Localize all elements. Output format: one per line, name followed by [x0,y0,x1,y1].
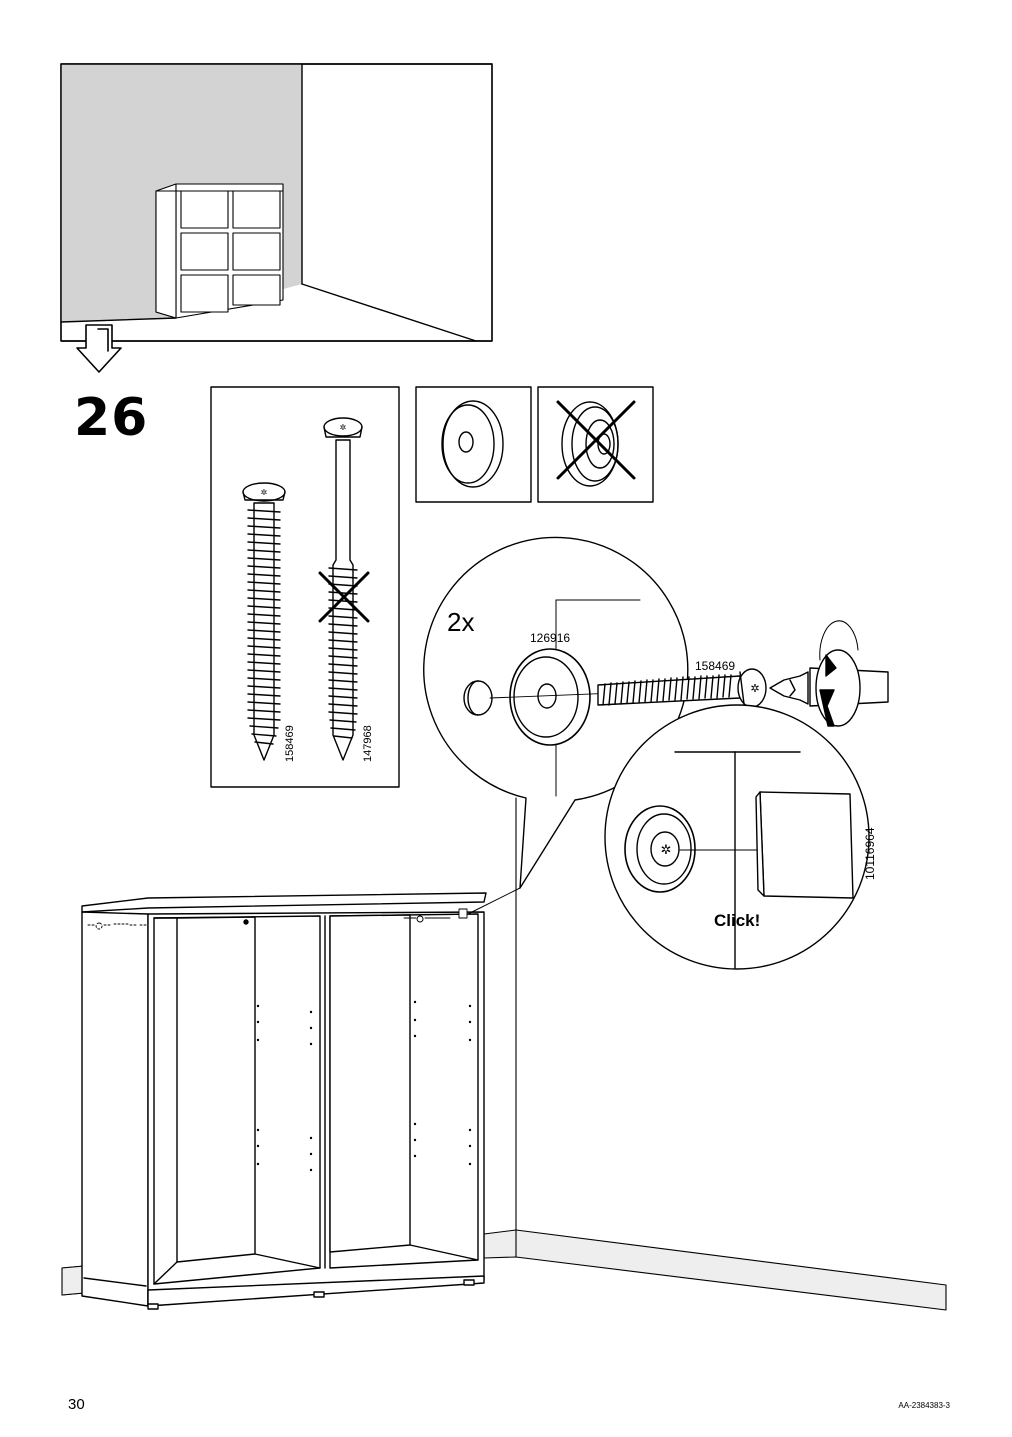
cover-cap-10116964 [755,791,854,899]
svg-text:✲: ✲ [340,423,347,432]
arrow-down-icon [76,324,122,373]
context-panel [60,63,493,342]
part-label-10116964: 10116964 [863,827,877,880]
rotate-clockwise-icon [815,620,861,727]
shelf-unit-thumbnail [155,183,284,319]
screw-147968: ✲ [323,417,363,761]
detail-circle-screw: ✲ 2x 126916 158469 [423,536,889,889]
screw-158469: ✲ [242,482,286,761]
cabinet [81,887,521,1310]
screw-158469-detail: ✲ [597,668,767,708]
forbidden-cross-icon [318,571,370,623]
screw-panel: ✲ ✲ [210,386,400,788]
svg-text:✲: ✲ [750,683,759,695]
step-number: 26 [74,388,149,448]
page-number: 30 [68,1396,85,1413]
part-label-158469-detail: 158469 [695,659,735,673]
quantity-label: 2x [447,607,474,637]
detail-circle-cap: ✲ 10116964 Click! [604,704,877,970]
part-label-126916: 126916 [530,631,570,645]
svg-text:✲: ✲ [661,842,672,857]
svg-text:✲: ✲ [261,488,268,497]
spacer-wrong-panel [537,386,654,503]
spacer-correct-panel [415,386,532,503]
click-label: Click! [714,911,760,930]
document-code: AA-2384383-3 [898,1401,950,1410]
